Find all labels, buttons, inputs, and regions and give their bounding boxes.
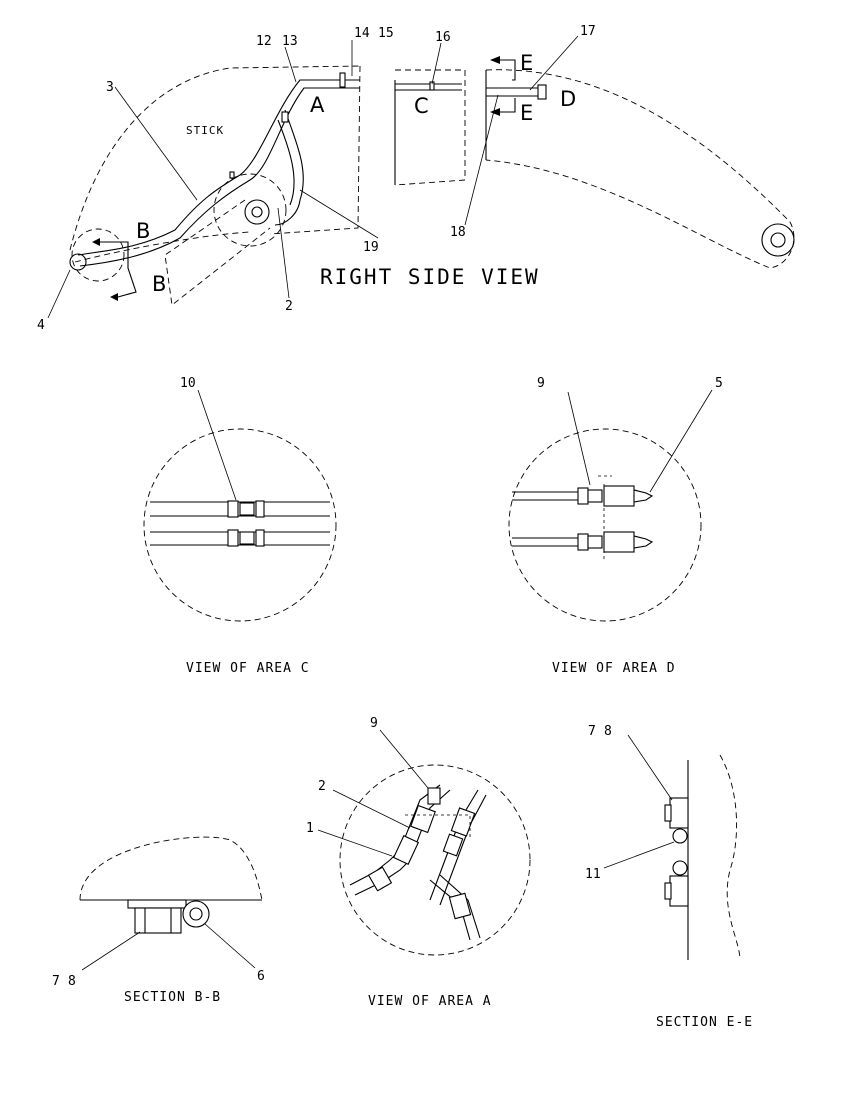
callout-2-a: 2 — [318, 779, 326, 794]
title-section-ee: SECTION E-E — [656, 1015, 753, 1030]
label-stick: STICK — [186, 124, 224, 137]
label-area-c: C — [414, 94, 429, 118]
callout-13: 13 — [282, 34, 298, 49]
label-area-d: D — [560, 87, 576, 111]
section-bb: 7 8 6 SECTION B-B — [52, 836, 265, 1005]
callout-16: 16 — [435, 30, 451, 45]
title-section-bb: SECTION B-B — [124, 990, 221, 1005]
title-view-area-a: VIEW OF AREA A — [368, 994, 492, 1009]
callout-4: 4 — [37, 318, 45, 333]
title-view-area-c: VIEW OF AREA C — [186, 661, 310, 676]
callout-19: 19 — [363, 240, 379, 255]
callout-9-d: 9 — [537, 376, 545, 391]
callout-3: 3 — [106, 80, 114, 95]
callout-17: 17 — [580, 24, 596, 39]
callout-8-ee: 8 — [604, 724, 612, 739]
title-view-area-d: VIEW OF AREA D — [552, 661, 676, 676]
callout-1: 1 — [306, 821, 314, 836]
callout-9-a: 9 — [370, 716, 378, 731]
callout-2: 2 — [285, 299, 293, 314]
label-b-top: B — [136, 219, 150, 243]
view-area-c: 10 VIEW OF AREA C — [143, 376, 337, 676]
title-right-side-view: RIGHT SIDE VIEW — [320, 265, 540, 289]
section-ee: 7 8 11 SECTION E-E — [585, 724, 753, 1030]
callout-18: 18 — [450, 225, 466, 240]
callout-15: 15 — [378, 26, 394, 41]
callout-6: 6 — [257, 969, 265, 984]
callout-12: 12 — [256, 34, 272, 49]
callout-10: 10 — [180, 376, 196, 391]
view-area-d: 9 5 VIEW OF AREA D — [508, 376, 723, 676]
callout-8-bb: 8 — [68, 974, 76, 989]
label-e-bottom: E — [520, 101, 533, 125]
callout-11: 11 — [585, 867, 601, 882]
callout-7-bb: 7 — [52, 974, 60, 989]
callout-14: 14 — [354, 26, 370, 41]
label-e-top: E — [520, 51, 533, 75]
callout-7-ee: 7 — [588, 724, 596, 739]
callout-5: 5 — [715, 376, 723, 391]
label-b-bottom: B — [152, 272, 166, 296]
view-area-a: 9 2 1 VIEW OF AREA A — [306, 716, 531, 1009]
label-area-a: A — [310, 93, 325, 117]
right-side-view: B B STICK A C E E D — [37, 24, 795, 333]
